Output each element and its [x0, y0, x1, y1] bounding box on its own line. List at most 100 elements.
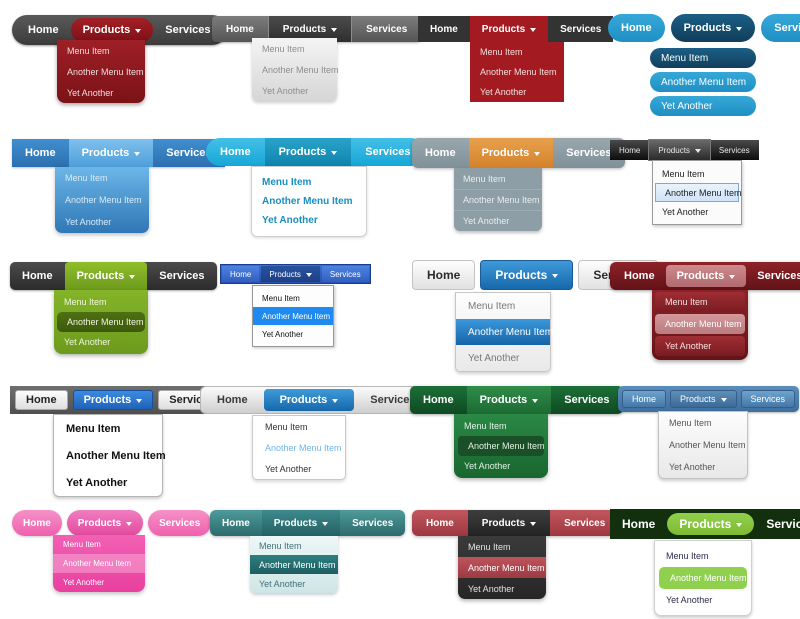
- dropdown-item[interactable]: Another Menu Item: [650, 72, 756, 92]
- dropdown-item[interactable]: Another Menu Item: [252, 59, 339, 80]
- menubar-item-services[interactable]: Services: [147, 262, 216, 290]
- dropdown-item[interactable]: Yet Another: [54, 469, 162, 496]
- menubar-item-home[interactable]: Home: [15, 390, 68, 410]
- dropdown-item[interactable]: Another Menu Item: [458, 436, 545, 456]
- menubar-item-products[interactable]: Products: [264, 138, 352, 166]
- menubar-item-home[interactable]: Home: [610, 509, 667, 539]
- dropdown-item[interactable]: Menu Item: [458, 536, 546, 557]
- dropdown-item[interactable]: Menu Item: [470, 42, 564, 62]
- menubar-item-services[interactable]: Services: [148, 510, 212, 536]
- menubar-item-home[interactable]: Home: [613, 262, 666, 290]
- menubar-item-services[interactable]: Services: [551, 386, 622, 414]
- dropdown-item[interactable]: Yet Another: [659, 456, 747, 478]
- dropdown-item[interactable]: Menu Item: [252, 38, 337, 59]
- menubar-item-products[interactable]: Products: [469, 16, 549, 42]
- dropdown-item[interactable]: Menu Item: [659, 412, 747, 434]
- dropdown-item[interactable]: Yet Another: [53, 573, 145, 592]
- dropdown-item[interactable]: Menu Item: [655, 292, 745, 312]
- menubar-item-services[interactable]: Services: [548, 16, 613, 42]
- menubar-item-products[interactable]: Products: [670, 14, 756, 42]
- menubar-item-home[interactable]: Home: [410, 386, 467, 414]
- menubar-item-home[interactable]: Home: [418, 16, 470, 42]
- menubar-item-products[interactable]: Products: [268, 16, 353, 42]
- dropdown-item[interactable]: Yet Another: [470, 82, 564, 102]
- menubar-item-home[interactable]: Home: [622, 390, 667, 408]
- dropdown-item[interactable]: Another Menu Item: [655, 183, 742, 202]
- menubar-item-products[interactable]: Products: [70, 18, 154, 42]
- menubar-item-home[interactable]: Home: [10, 262, 65, 290]
- dropdown-item[interactable]: Another Menu Item: [252, 192, 366, 211]
- dropdown-item[interactable]: Yet Another: [655, 589, 751, 611]
- menubar-item-products[interactable]: Products: [68, 139, 154, 167]
- dropdown-item[interactable]: Menu Item: [252, 173, 366, 192]
- dropdown-item[interactable]: Yet Another: [54, 332, 148, 352]
- menubar-item-home[interactable]: Home: [201, 387, 264, 413]
- menubar-item-services[interactable]: Services: [761, 14, 800, 42]
- dropdown-item[interactable]: Another Menu Item: [55, 189, 149, 211]
- dropdown-item[interactable]: Yet Another: [653, 202, 741, 221]
- menubar-item-products[interactable]: Products: [263, 389, 355, 411]
- menubar-item-home[interactable]: Home: [610, 140, 649, 160]
- dropdown-item[interactable]: Menu Item: [454, 416, 548, 436]
- dropdown-item[interactable]: Another Menu Item: [54, 442, 166, 469]
- dropdown-item[interactable]: Menu Item: [54, 292, 148, 312]
- dropdown-item[interactable]: Yet Another: [57, 82, 145, 103]
- dropdown-item[interactable]: Yet Another: [55, 211, 149, 233]
- menubar-item-products[interactable]: Products: [72, 390, 154, 410]
- dropdown-item[interactable]: Another Menu Item: [57, 61, 145, 82]
- menubar-item-services[interactable]: Services: [321, 266, 369, 282]
- menubar-item-services[interactable]: Services: [550, 510, 619, 536]
- menubar-item-products[interactable]: Products: [466, 386, 552, 414]
- menubar-item-services[interactable]: Services: [746, 262, 800, 290]
- menubar-item-services[interactable]: Services: [340, 510, 405, 536]
- menubar-item-services[interactable]: Services: [754, 509, 800, 539]
- menubar-item-services[interactable]: Services: [710, 140, 759, 160]
- dropdown-item[interactable]: Yet Another: [454, 456, 548, 476]
- menubar-item-home[interactable]: Home: [210, 510, 262, 536]
- dropdown-item[interactable]: Menu Item: [456, 293, 550, 319]
- menubar-item-home[interactable]: Home: [412, 260, 476, 290]
- menubar-item-services[interactable]: Services: [354, 387, 431, 413]
- dropdown-item[interactable]: Yet Another: [253, 325, 333, 343]
- dropdown-item[interactable]: Menu Item: [250, 536, 338, 555]
- menubar-item-services[interactable]: Services: [351, 138, 424, 166]
- menubar-item-services[interactable]: Services: [153, 15, 222, 45]
- dropdown-item[interactable]: Menu Item: [53, 535, 145, 554]
- menubar-item-home[interactable]: Home: [222, 266, 260, 282]
- menubar-item-products[interactable]: Products: [66, 510, 144, 536]
- menubar-item-products[interactable]: Products: [261, 266, 320, 282]
- dropdown-item[interactable]: Menu Item: [653, 164, 741, 183]
- dropdown-item[interactable]: Menu Item: [55, 167, 149, 189]
- menubar-item-products[interactable]: Products: [665, 265, 747, 287]
- dropdown-item[interactable]: Yet Another: [253, 458, 345, 479]
- dropdown-item[interactable]: Menu Item: [454, 168, 542, 189]
- menubar-item-home[interactable]: Home: [212, 16, 269, 42]
- dropdown-item[interactable]: Another Menu Item: [655, 314, 745, 334]
- dropdown-item[interactable]: Another Menu Item: [470, 62, 564, 82]
- menubar-item-services[interactable]: Services: [352, 16, 421, 42]
- menubar-item-products[interactable]: Products: [467, 510, 551, 536]
- dropdown-item[interactable]: Another Menu Item: [253, 437, 345, 458]
- menubar-item-home[interactable]: Home: [12, 139, 69, 167]
- dropdown-item[interactable]: Another Menu Item: [659, 434, 747, 456]
- dropdown-item[interactable]: Another Menu Item: [659, 567, 747, 589]
- menubar-item-home[interactable]: Home: [16, 15, 71, 45]
- dropdown-item[interactable]: Menu Item: [650, 48, 756, 68]
- dropdown-item[interactable]: Another Menu Item: [456, 319, 553, 345]
- dropdown-item[interactable]: Yet Another: [458, 578, 546, 599]
- dropdown-item[interactable]: Another Menu Item: [53, 554, 145, 573]
- dropdown-item[interactable]: Menu Item: [57, 40, 145, 61]
- dropdown-item[interactable]: Yet Another: [655, 336, 745, 356]
- dropdown-item[interactable]: Another Menu Item: [458, 557, 546, 578]
- menubar-item-products[interactable]: Products: [261, 510, 341, 536]
- dropdown-item[interactable]: Yet Another: [650, 96, 756, 116]
- dropdown-item[interactable]: Yet Another: [456, 345, 550, 371]
- dropdown-item[interactable]: Another Menu Item: [57, 312, 145, 332]
- dropdown-item[interactable]: Yet Another: [252, 211, 366, 230]
- menubar-item-products[interactable]: Products: [670, 390, 737, 408]
- dropdown-item[interactable]: Another Menu Item: [250, 555, 338, 574]
- menubar-item-products[interactable]: Products: [648, 139, 711, 161]
- menubar-item-home[interactable]: Home: [12, 510, 62, 536]
- dropdown-item[interactable]: Another Menu Item: [454, 189, 542, 210]
- menubar-item-services[interactable]: Services: [740, 390, 796, 408]
